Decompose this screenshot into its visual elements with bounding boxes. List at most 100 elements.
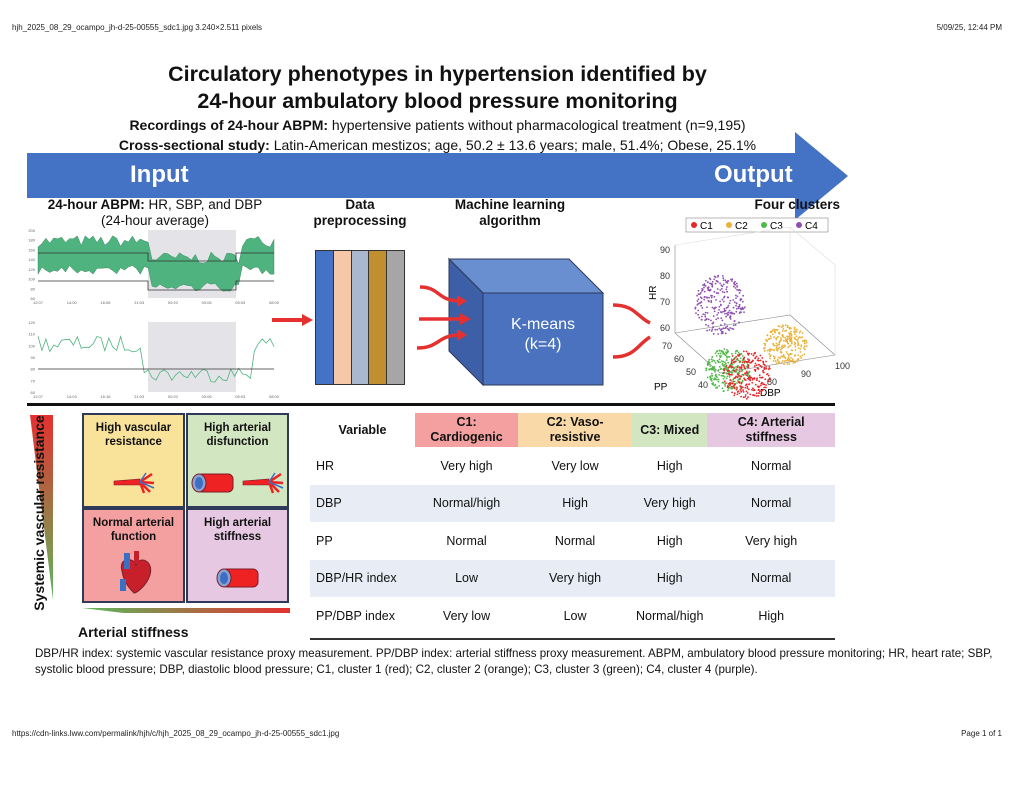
point-C2 bbox=[786, 339, 788, 342]
point-C2 bbox=[794, 342, 797, 345]
point-C1 bbox=[766, 373, 768, 376]
x-tick: 14:00 bbox=[67, 300, 78, 305]
point-C4 bbox=[733, 320, 736, 323]
point-C4 bbox=[720, 330, 723, 333]
point-C2 bbox=[803, 345, 806, 348]
value-cell: High bbox=[518, 484, 633, 522]
hr-line bbox=[37, 335, 275, 383]
point-C3 bbox=[715, 354, 718, 357]
point-C2 bbox=[801, 336, 803, 339]
legend-label: C1 bbox=[700, 221, 713, 232]
point-C2 bbox=[788, 358, 791, 361]
point-C4 bbox=[725, 326, 727, 329]
point-C2 bbox=[776, 358, 779, 361]
point-C2 bbox=[763, 342, 766, 345]
point-C4 bbox=[717, 333, 720, 335]
point-C2 bbox=[782, 344, 784, 347]
point-C2 bbox=[778, 343, 781, 346]
point-C4 bbox=[709, 278, 712, 281]
point-C2 bbox=[795, 335, 798, 338]
point-C4 bbox=[727, 311, 730, 314]
value-cell: Low bbox=[415, 559, 519, 597]
point-C3 bbox=[734, 352, 737, 355]
point-C2 bbox=[786, 337, 789, 340]
point-C2 bbox=[786, 335, 789, 338]
point-C2 bbox=[784, 357, 787, 360]
y-tick: 120 bbox=[28, 320, 35, 325]
point-C2 bbox=[787, 357, 790, 359]
point-C2 bbox=[796, 341, 799, 343]
point-C2 bbox=[801, 354, 804, 357]
preprocessing-bars bbox=[315, 250, 405, 385]
dbp-tick: 90 bbox=[801, 369, 811, 379]
point-C3 bbox=[728, 386, 731, 389]
point-C4 bbox=[735, 297, 737, 300]
point-C4 bbox=[720, 287, 723, 290]
point-C1 bbox=[729, 379, 732, 381]
point-C4 bbox=[719, 324, 722, 326]
point-C3 bbox=[727, 361, 730, 364]
point-C1 bbox=[744, 394, 747, 396]
point-C1 bbox=[759, 384, 762, 387]
point-C1 bbox=[763, 386, 766, 389]
point-C2 bbox=[789, 332, 792, 335]
point-C3 bbox=[736, 350, 738, 352]
point-C3 bbox=[705, 369, 708, 372]
point-C1 bbox=[728, 366, 730, 369]
point-C4 bbox=[732, 285, 735, 288]
point-C4 bbox=[733, 301, 736, 304]
point-C3 bbox=[726, 389, 729, 392]
point-C3 bbox=[725, 351, 727, 354]
point-C4 bbox=[710, 299, 713, 302]
point-C2 bbox=[799, 351, 802, 353]
gradient-axes bbox=[30, 415, 290, 613]
kmeans-line2: (k=4) bbox=[524, 336, 562, 353]
x-tick: 05:03 bbox=[235, 394, 246, 399]
point-C1 bbox=[750, 376, 753, 379]
point-C3 bbox=[706, 364, 709, 367]
point-C1 bbox=[736, 358, 739, 360]
point-C1 bbox=[722, 372, 725, 374]
point-C3 bbox=[717, 380, 720, 383]
title-line-2: 24-hour ambulatory blood pressure monito… bbox=[197, 89, 678, 113]
point-C3 bbox=[714, 362, 717, 364]
legend-marker-C3 bbox=[761, 222, 767, 228]
y-tick: 200 bbox=[28, 228, 35, 233]
point-C4 bbox=[714, 276, 717, 279]
point-C4 bbox=[701, 287, 704, 290]
point-C4 bbox=[708, 289, 711, 292]
hr-tick: 70 bbox=[660, 297, 670, 307]
point-C3 bbox=[718, 365, 721, 368]
pp-axis-label: PP bbox=[654, 382, 668, 393]
column-header: C4: Arterial stiffness bbox=[707, 413, 835, 447]
point-C4 bbox=[705, 323, 707, 326]
point-C2 bbox=[796, 358, 799, 361]
point-C3 bbox=[719, 352, 722, 355]
point-C3 bbox=[725, 367, 727, 370]
point-C4 bbox=[735, 302, 738, 305]
point-C4 bbox=[711, 285, 714, 288]
point-C3 bbox=[741, 369, 744, 372]
point-C2 bbox=[790, 337, 793, 339]
point-C4 bbox=[722, 283, 725, 286]
point-C2 bbox=[768, 348, 771, 351]
point-C2 bbox=[766, 349, 769, 352]
point-C4 bbox=[734, 287, 737, 289]
value-cell: Normal bbox=[751, 458, 792, 473]
point-C3 bbox=[728, 355, 731, 358]
point-C4 bbox=[697, 293, 700, 296]
point-C4 bbox=[739, 298, 742, 300]
point-C4 bbox=[708, 329, 711, 331]
point-C4 bbox=[732, 324, 735, 327]
point-C4 bbox=[706, 329, 709, 332]
point-C2 bbox=[789, 360, 792, 362]
point-C4 bbox=[704, 279, 707, 282]
point-C4 bbox=[726, 327, 729, 330]
point-C1 bbox=[749, 379, 752, 382]
point-C1 bbox=[732, 369, 735, 372]
point-C1 bbox=[746, 385, 749, 388]
point-C4 bbox=[722, 300, 725, 303]
point-C1 bbox=[757, 363, 760, 366]
quadrant-label: High arterial disfunction bbox=[203, 422, 272, 448]
point-C2 bbox=[781, 360, 784, 362]
